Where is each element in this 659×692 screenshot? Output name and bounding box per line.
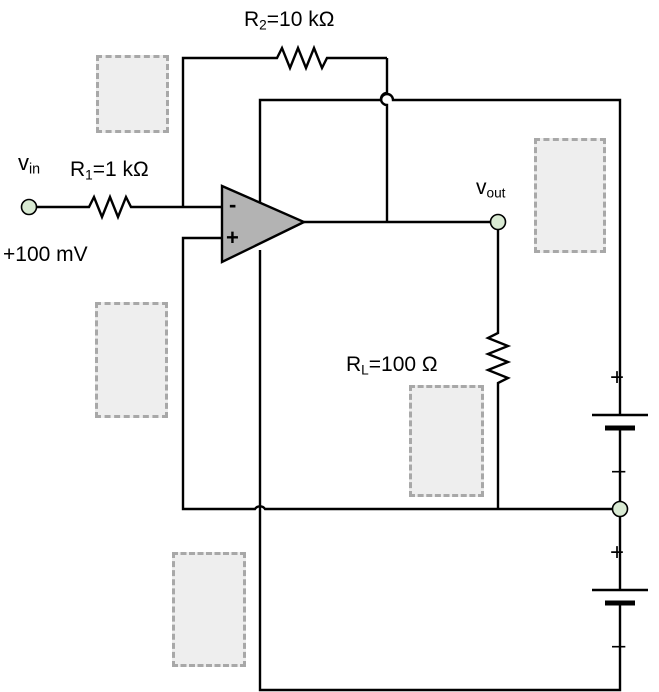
rl-subscript: L (361, 362, 369, 378)
rl-label: RL=100 Ω (346, 354, 438, 377)
rl-name: R (346, 353, 362, 376)
placeholder-box-3 (95, 302, 168, 418)
positive-rail-wire (258, 92, 622, 415)
vin-name: v (18, 150, 29, 175)
vout-subscript: out (486, 185, 506, 201)
vin-value-label: +100 mV (3, 244, 88, 265)
vin-value: +100 mV (3, 243, 88, 266)
output-wire (304, 220, 500, 317)
feedback-wire-down (379, 58, 389, 222)
placeholder-box-4 (409, 385, 484, 497)
opamp-minus-label: - (229, 192, 237, 217)
r1-name: R (70, 158, 86, 181)
r2-name: R (244, 8, 260, 31)
vin-label: vin (18, 152, 40, 177)
r1-label: R1=1 kΩ (70, 159, 149, 182)
node-vout (489, 213, 507, 231)
r2-subscript: 2 (259, 17, 267, 33)
r1-value: =1 kΩ (92, 158, 149, 181)
resistor-rl (484, 317, 512, 509)
battery-bottom-minus-label: – (612, 632, 626, 659)
opamp-triangle (220, 184, 307, 264)
vout-name: v (476, 176, 487, 199)
battery-top-minus-label: – (612, 457, 626, 484)
opamp-plus-label: + (226, 225, 239, 250)
battery-bottom-plus-label: + (610, 539, 625, 566)
feedback-wire (181, 56, 268, 207)
battery-top-plus-label: + (610, 364, 625, 391)
resistor-r1 (82, 193, 222, 221)
placeholder-box-2 (534, 138, 606, 253)
vin-subscript: in (29, 161, 41, 178)
placeholder-box-5 (172, 552, 246, 667)
plus-input-wire (181, 236, 620, 511)
placeholder-box-1 (96, 55, 169, 133)
node-vin (20, 198, 38, 216)
r2-label: R2=10 kΩ (244, 9, 334, 32)
resistor-r2 (268, 44, 387, 72)
vout-label: vout (476, 177, 505, 200)
rl-value: =100 Ω (368, 353, 438, 376)
negative-rail-wire (258, 250, 622, 692)
node-battery-mid (611, 500, 629, 518)
r2-value: =10 kΩ (266, 8, 335, 31)
r1-subscript: 1 (85, 167, 93, 183)
